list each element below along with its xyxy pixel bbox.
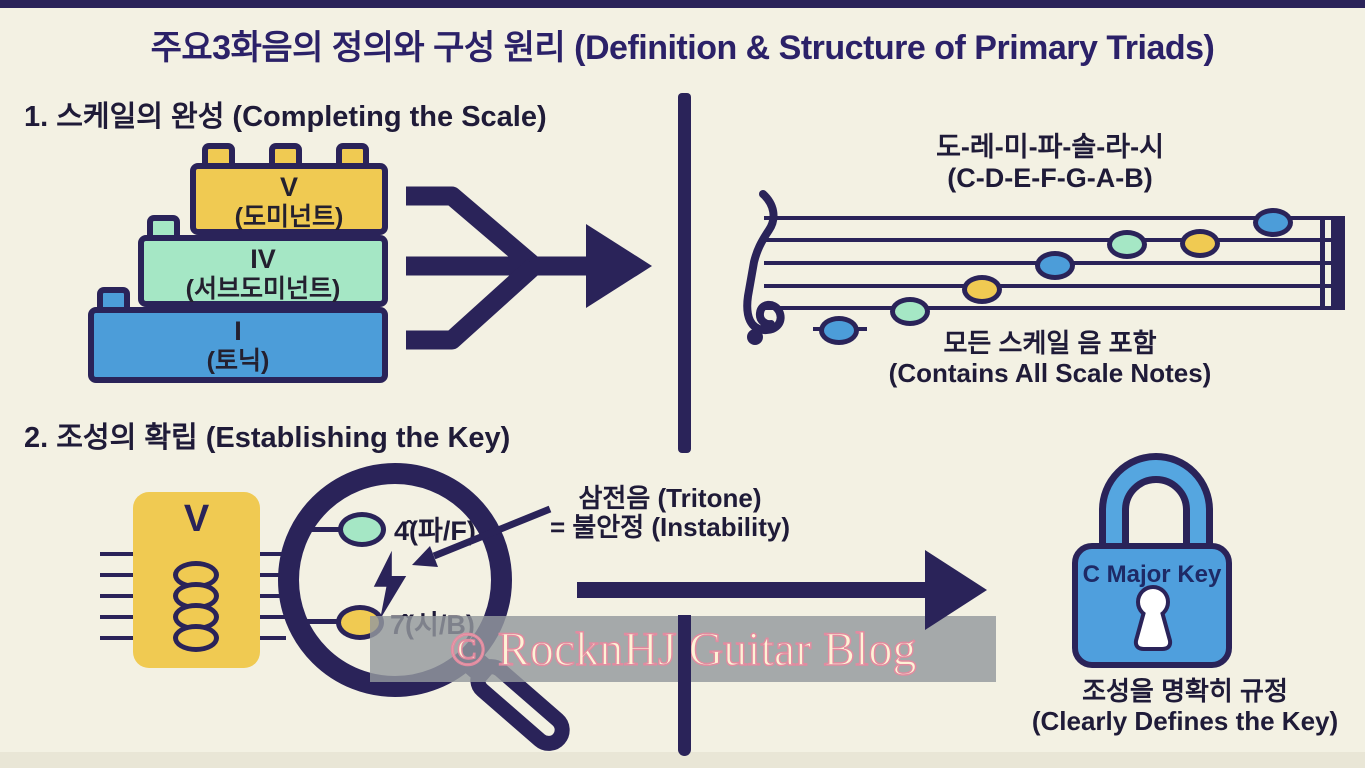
staff-line (764, 284, 1345, 288)
lego-stud-icon (336, 143, 369, 164)
divider-line (678, 93, 691, 453)
note-g (1107, 230, 1147, 259)
lock-shackle-icon (1099, 453, 1213, 560)
bottom-border-strip (0, 752, 1365, 768)
block-numeral: IV (250, 244, 276, 274)
note-c (819, 316, 859, 345)
barline-thin (1320, 216, 1325, 310)
lightning-bolt-icon (373, 550, 407, 620)
lego-block-subdominant: IV (서브도미넌트) (138, 235, 388, 307)
staff-line (764, 216, 1345, 220)
scale-note-names: 도-레-미-파-솔-라-시 (C-D-E-F-G-A-B) (760, 132, 1340, 194)
lego-stud-icon (202, 143, 235, 164)
tritone-line1: 삼전음 (Tritone) (578, 483, 762, 513)
lock-caption-ko: 조성을 명확히 규정 (1082, 676, 1288, 706)
top-border-strip (0, 0, 1365, 8)
solfege-label: 도-레-미-파-솔-라-시 (936, 132, 1164, 162)
lego-block-tonic: I (토닉) (88, 307, 388, 383)
tritone-label: 삼전음 (Tritone) = 불안정 (Instability) (545, 484, 795, 542)
lego-stud-icon (269, 143, 302, 164)
note-f (1035, 251, 1075, 280)
block-numeral: V (279, 172, 298, 202)
staff-line (294, 619, 338, 624)
tritone-pointer-arrow-icon (412, 505, 552, 567)
staff-line (764, 306, 1345, 310)
chord-numeral: V (183, 498, 210, 540)
treble-clef-icon (743, 190, 785, 345)
note-d (890, 297, 930, 326)
block-numeral: I (234, 316, 242, 346)
keyhole-icon (1133, 585, 1173, 651)
block-name: (도미넌트) (234, 203, 344, 231)
block-name: (서브도미넌트) (185, 275, 341, 303)
lock-label: C Major Key (1082, 561, 1222, 588)
chord-notehead (173, 624, 219, 652)
lock-caption-en: (Clearly Defines the Key) (1031, 706, 1339, 736)
section1-heading: 1. 스케일의 완성 (Completing the Scale) (24, 101, 547, 133)
divider-line (678, 615, 691, 756)
flow-arrow-icon (577, 550, 987, 630)
staff-caption: 모든 스케일 음 포함 (Contains All Scale Notes) (760, 328, 1340, 388)
staff-caption-en: (Contains All Scale Notes) (888, 358, 1212, 388)
lego-stud-icon (147, 215, 180, 236)
block-name: (토닉) (206, 347, 270, 375)
page-title: 주요3화음의 정의와 구성 원리 (Definition & Structure… (150, 29, 1215, 67)
scale-degree-4-note (338, 512, 386, 547)
letters-label: (C-D-E-F-G-A-B) (947, 163, 1153, 193)
lego-block-dominant: V (도미넌트) (190, 163, 388, 235)
section2-heading: 2. 조성의 확립 (Establishing the Key) (24, 422, 511, 454)
tritone-line2: = 불안정 (Instability) (549, 512, 791, 542)
lego-stud-icon (97, 287, 130, 308)
note-e (962, 275, 1002, 304)
merge-arrow-icon (406, 186, 652, 350)
staff-caption-ko: 모든 스케일 음 포함 (943, 328, 1157, 358)
staff-line (764, 238, 1345, 242)
note-a (1180, 229, 1220, 258)
lock-caption: 조성을 명확히 규정 (Clearly Defines the Key) (1020, 676, 1350, 736)
note-b (1253, 208, 1293, 237)
barline-thick (1331, 216, 1345, 310)
staff-line (294, 527, 340, 532)
